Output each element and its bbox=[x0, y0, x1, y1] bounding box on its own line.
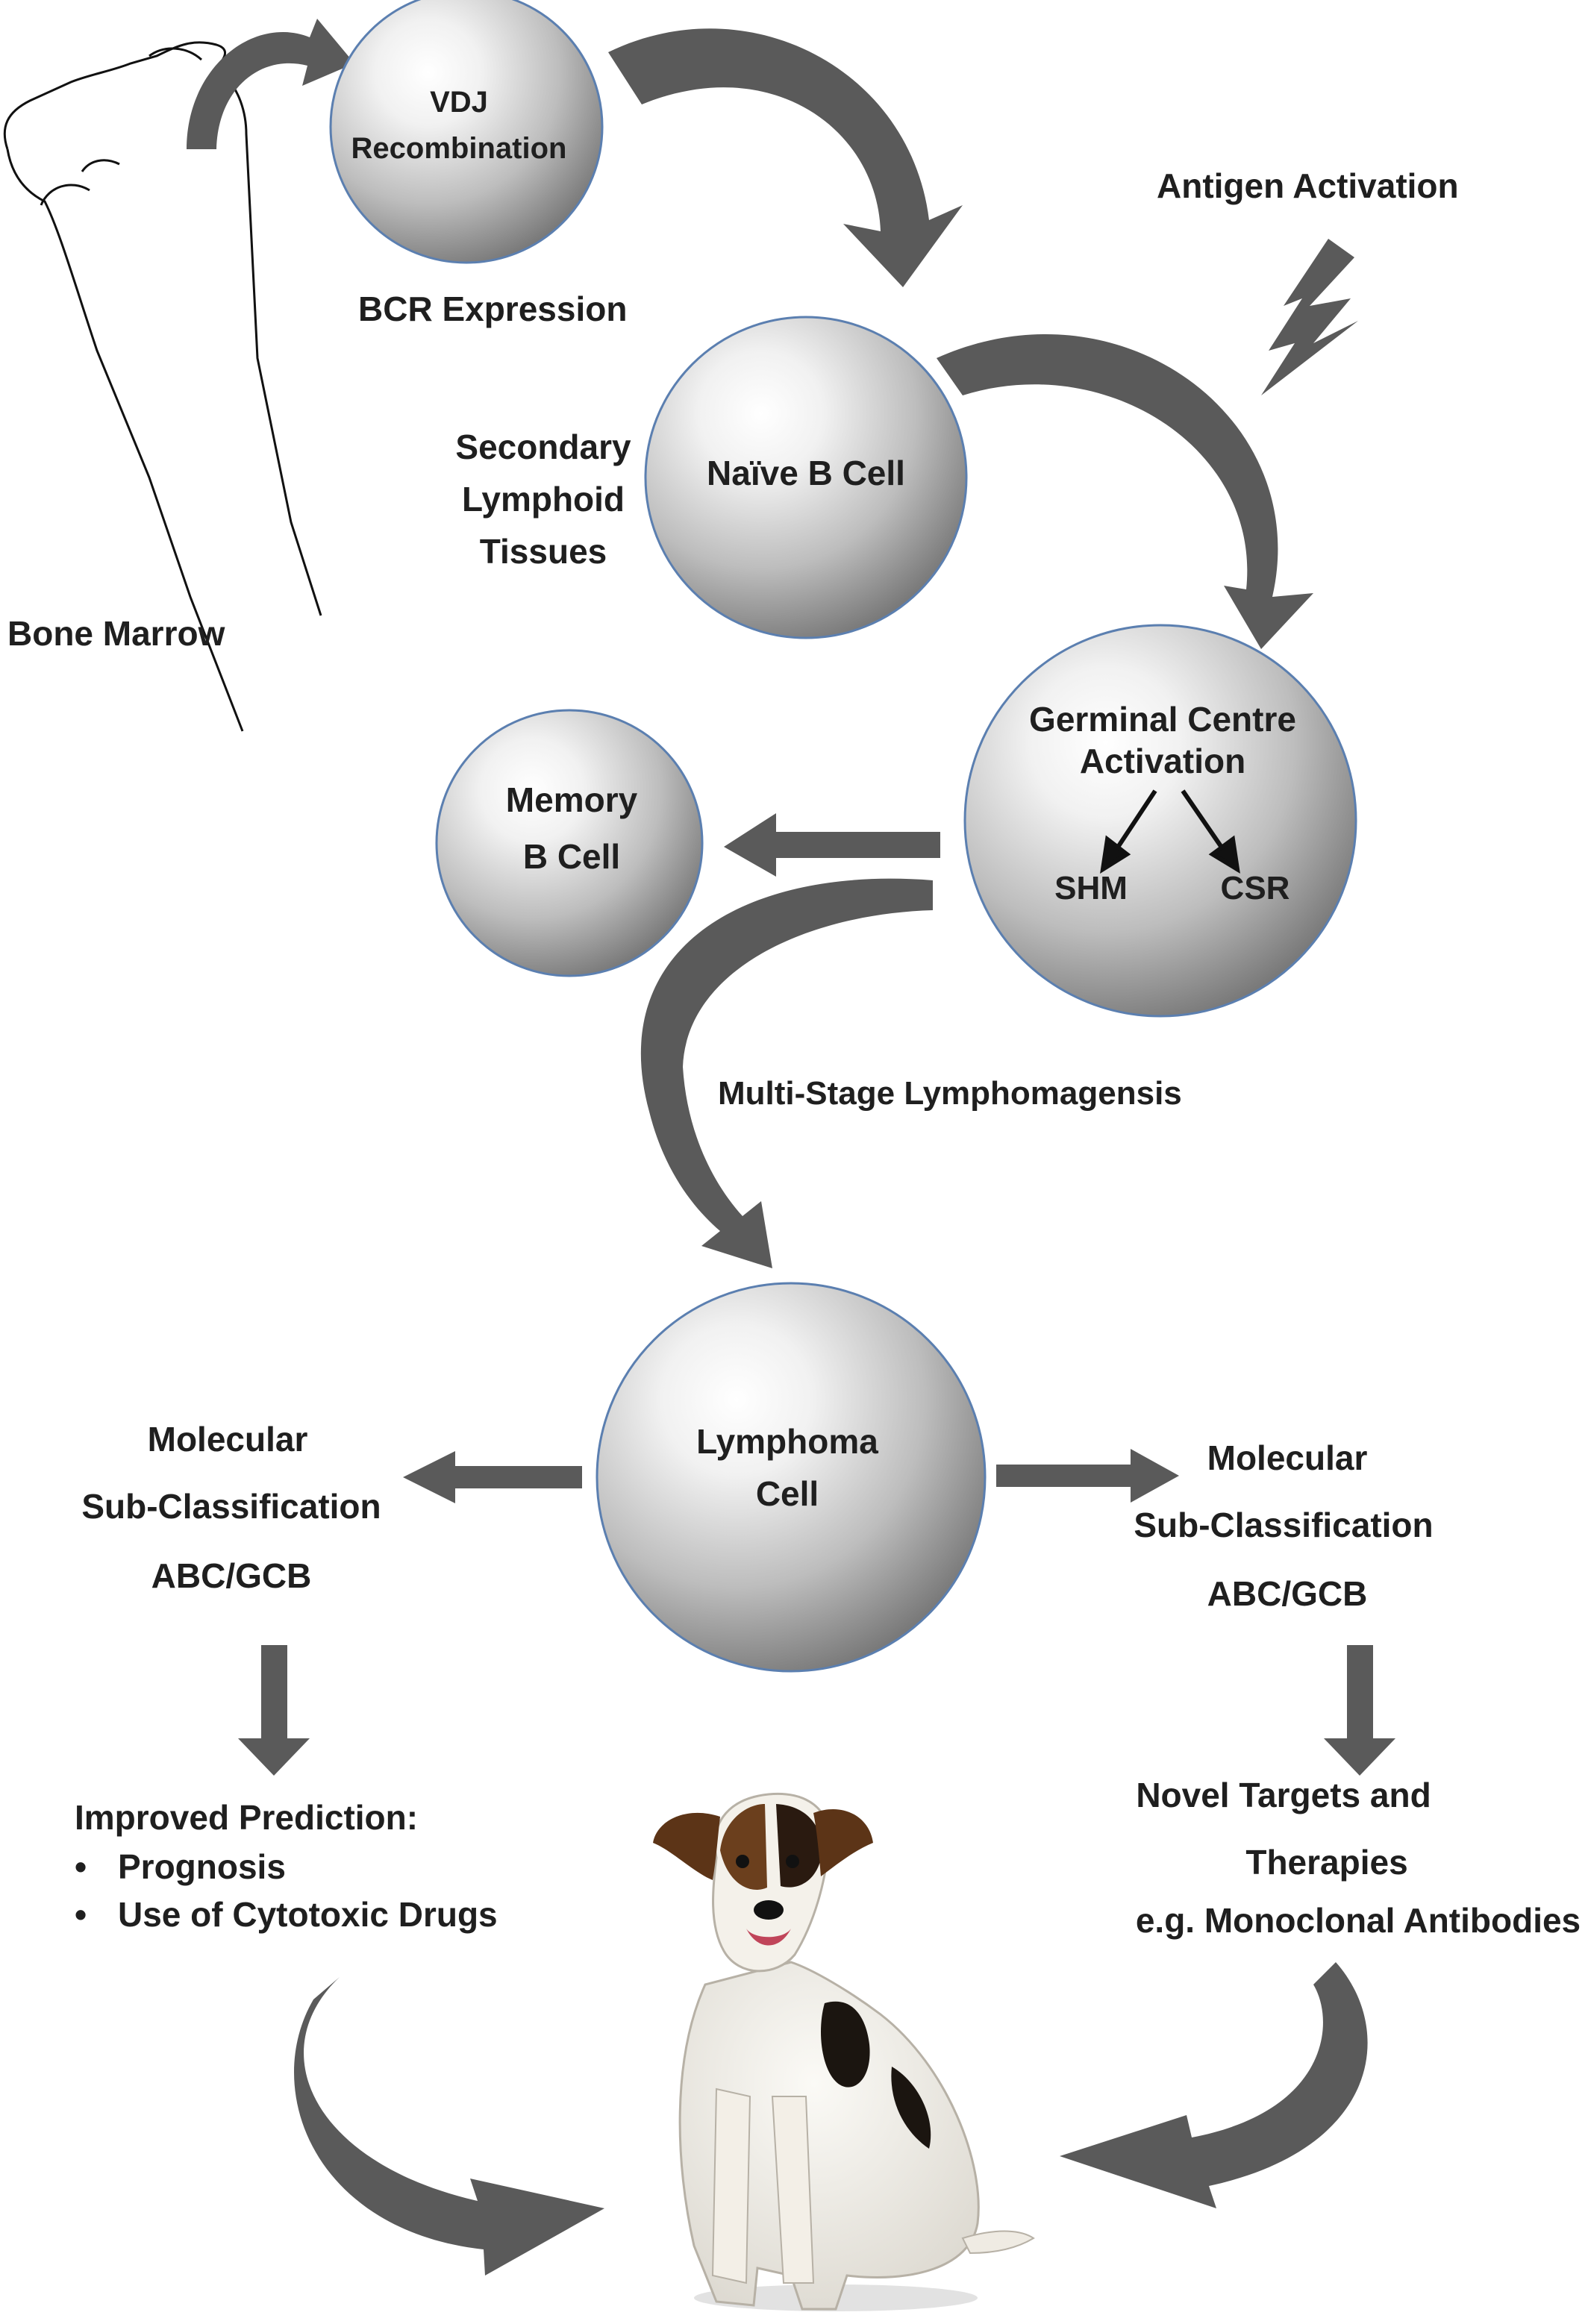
vdj-line-1: VDJ bbox=[430, 86, 488, 119]
label-text: e.g. Monoclonal Antibodies bbox=[1136, 1901, 1581, 1940]
secondary-lymphoid-label: Secondary Lymphoid Tissues bbox=[455, 427, 631, 571]
label-text: ABC/GCB bbox=[151, 1556, 312, 1595]
arrows bbox=[187, 19, 1395, 2276]
naive-label: Naïve B Cell bbox=[707, 454, 905, 492]
arrow-down-left bbox=[238, 1645, 310, 1776]
cell-germinal-centre: Germinal Centre Activation SHM CSR bbox=[963, 624, 1357, 1018]
label-text: Novel Targets and bbox=[1136, 1776, 1431, 1814]
arrow-down-right bbox=[1324, 1645, 1395, 1776]
prediction-bullet-1: Prognosis bbox=[118, 1847, 286, 1886]
prediction-title: Improved Prediction: bbox=[75, 1798, 418, 1837]
label-text: Sub-Classification bbox=[1134, 1506, 1433, 1544]
arrow-bone-to-vdj bbox=[187, 19, 354, 149]
lightning-bolt-icon bbox=[1261, 239, 1358, 395]
label-text: Lymphoid bbox=[462, 480, 625, 519]
arrow-naive-to-germinal bbox=[937, 334, 1313, 649]
germinal-line-1: Germinal Centre bbox=[1029, 700, 1296, 739]
label-text: Molecular bbox=[1207, 1438, 1368, 1477]
cell-lymphoma: Lymphoma Cell bbox=[596, 1282, 987, 1673]
bcr-expression-label: BCR Expression bbox=[358, 289, 627, 328]
arrow-germinal-to-memory bbox=[724, 813, 940, 877]
arrow-germinal-to-lymphoma bbox=[640, 878, 933, 1268]
dog-photo bbox=[653, 1792, 1035, 2311]
germinal-line-2: Activation bbox=[1080, 742, 1245, 780]
bone-marrow-label: Bone Marrow bbox=[7, 614, 225, 653]
shm-label: SHM bbox=[1054, 870, 1128, 906]
arrow-vdj-to-naive bbox=[608, 28, 963, 287]
label-text: Therapies bbox=[1245, 1843, 1407, 1882]
csr-label: CSR bbox=[1221, 870, 1290, 906]
vdj-line-2: Recombination bbox=[351, 132, 567, 165]
cell-memory-b-cell: Memory B Cell bbox=[435, 709, 704, 977]
label-text: Molecular bbox=[148, 1420, 308, 1459]
arrow-right-to-dog bbox=[1060, 1962, 1368, 2208]
label-text: ABC/GCB bbox=[1207, 1574, 1368, 1613]
lymphoma-line-2: Cell bbox=[756, 1474, 819, 1513]
femur-outline-icon bbox=[3, 41, 322, 732]
cell-vdj-recombination: VDJ Recombination bbox=[329, 0, 604, 264]
multi-stage-label: Multi-Stage Lymphomagensis bbox=[718, 1075, 1182, 1112]
arrow-lymphoma-to-right bbox=[996, 1449, 1179, 1503]
lymphoma-line-1: Lymphoma bbox=[696, 1422, 878, 1461]
gc-sub-arrows bbox=[1100, 789, 1240, 874]
therapies-block: Novel Targets and Therapies e.g. Monoclo… bbox=[1136, 1776, 1581, 1940]
cell-naive-b-cell: Naïve B Cell bbox=[644, 316, 968, 639]
bullet-dot: • bbox=[75, 1895, 87, 1934]
memory-line-2: B Cell bbox=[523, 837, 620, 876]
antigen-activation-label: Antigen Activation bbox=[1157, 166, 1459, 205]
label-text: Sub-Classification bbox=[81, 1487, 381, 1526]
left-classification: Molecular Sub-Classification ABC/GCB bbox=[81, 1420, 381, 1595]
memory-line-1: Memory bbox=[506, 780, 638, 819]
bullet-dot: • bbox=[75, 1847, 87, 1886]
right-classification: Molecular Sub-Classification ABC/GCB bbox=[1134, 1438, 1433, 1613]
label-text: Tissues bbox=[480, 532, 607, 571]
prediction-block: Improved Prediction: • Prognosis • Use o… bbox=[75, 1798, 498, 1934]
arrow-left-to-dog bbox=[294, 1977, 604, 2276]
label-text: Secondary bbox=[455, 427, 631, 466]
prediction-bullet-2: Use of Cytotoxic Drugs bbox=[118, 1895, 498, 1934]
arrow-lymphoma-to-left bbox=[403, 1451, 582, 1503]
